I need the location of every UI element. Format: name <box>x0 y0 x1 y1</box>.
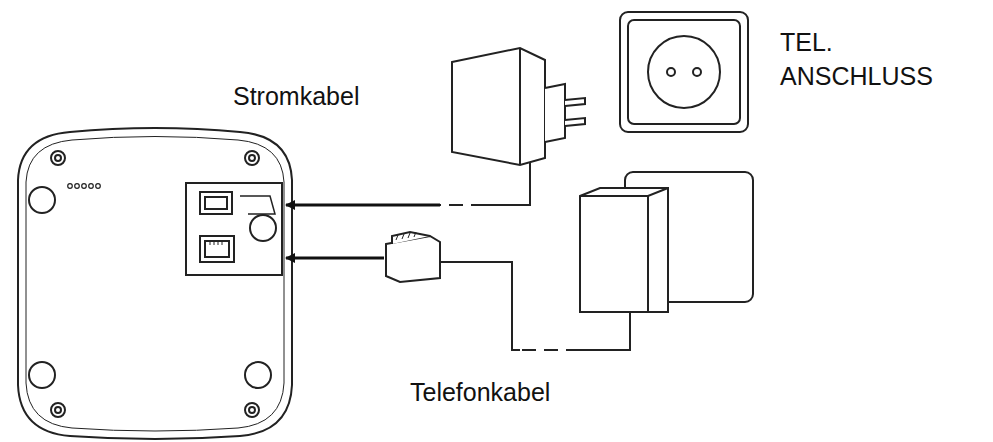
part-label: Telefonkabel <box>410 376 550 410</box>
base-station <box>18 128 292 439</box>
part-label: TEL. ANSCHLUSS <box>780 26 930 94</box>
power-adapter <box>452 48 545 165</box>
wall-socket <box>620 12 748 132</box>
connector-bay <box>186 183 282 275</box>
part-label: Stromkabel <box>233 80 359 114</box>
